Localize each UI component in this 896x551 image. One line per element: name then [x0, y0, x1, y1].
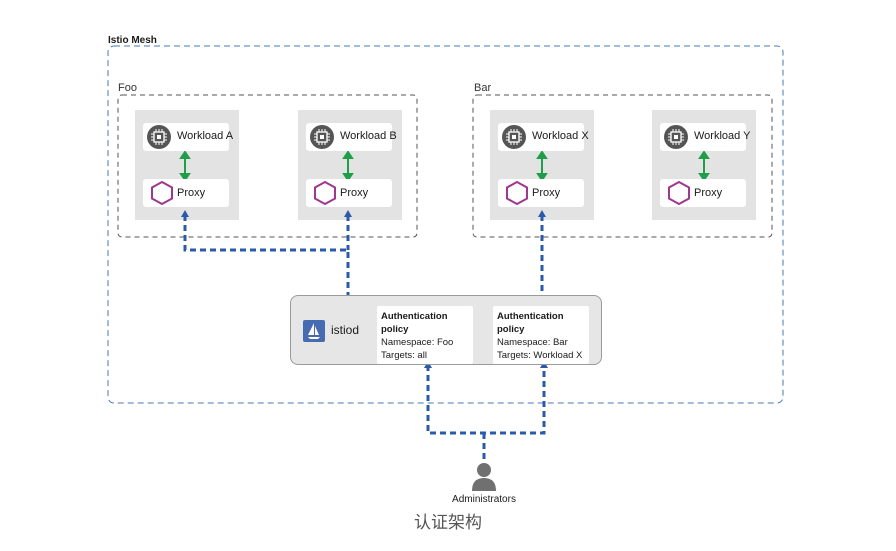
- chip-icon: [310, 125, 334, 149]
- policy-bar: Authentication policy Namespace: Bar Tar…: [493, 306, 589, 364]
- policy-namespace: Namespace: Bar: [497, 337, 568, 348]
- workload-label: Workload Y: [694, 130, 751, 142]
- namespace-boundary-bar: [472, 94, 773, 238]
- workload-b: Workload B: [306, 123, 397, 151]
- hexagon-icon: [151, 180, 173, 206]
- namespace-title-bar: Bar: [474, 82, 492, 94]
- chip-icon: [664, 125, 688, 149]
- proxy-label: Proxy: [177, 187, 206, 199]
- mesh-title: Istio Mesh: [108, 35, 157, 46]
- diagram-caption: 认证架构: [414, 513, 482, 532]
- istiod-label: istiod: [331, 323, 360, 337]
- administrators-label: Administrators: [452, 494, 516, 505]
- policy-title: Authentication policy: [381, 311, 448, 335]
- workload-label: Workload X: [532, 130, 589, 142]
- workload-label: Workload B: [340, 130, 397, 142]
- proxy-label: Proxy: [532, 187, 561, 199]
- proxy-b: Proxy: [306, 179, 392, 207]
- hexagon-icon: [314, 180, 336, 206]
- policy-targets: Targets: Workload X: [497, 350, 583, 361]
- policy-foo: Authentication policy Namespace: Foo Tar…: [377, 306, 473, 364]
- hexagon-icon: [668, 180, 690, 206]
- hexagon-icon: [506, 180, 528, 206]
- namespace-title-foo: Foo: [118, 82, 137, 94]
- workload-y: Workload Y: [660, 123, 750, 151]
- policy-namespace: Namespace: Foo: [381, 337, 454, 348]
- istio-sail-icon: [303, 320, 325, 342]
- policy-targets: Targets: all: [381, 350, 427, 361]
- proxy-label: Proxy: [340, 187, 369, 199]
- proxy-x: Proxy: [498, 179, 584, 207]
- chip-icon: [147, 125, 171, 149]
- person-icon: [472, 463, 496, 491]
- policy-title: Authentication policy: [497, 311, 564, 335]
- workload-a: Workload A: [143, 123, 233, 151]
- proxy-a: Proxy: [143, 179, 229, 207]
- mesh-boundary: [107, 45, 784, 404]
- proxy-label: Proxy: [694, 187, 723, 199]
- config-push-lines: [183, 215, 546, 460]
- istiod-box: istiod Authentication policy Namespace: …: [290, 295, 602, 365]
- workload-proxy-arrows: [179, 150, 710, 182]
- workload-x: Workload X: [498, 123, 589, 151]
- namespace-boundary-foo: [117, 94, 418, 238]
- chip-icon: [502, 125, 526, 149]
- workload-label: Workload A: [177, 130, 234, 142]
- proxy-y: Proxy: [660, 179, 746, 207]
